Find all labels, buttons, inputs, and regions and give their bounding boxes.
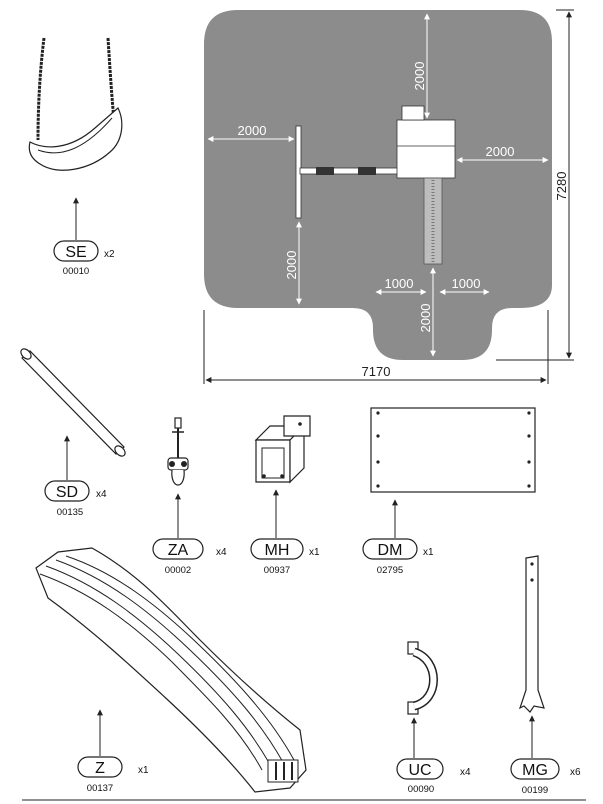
safety-zone-plan: 2000 2000 2000 2000 1000 1000 2000 7170 … <box>203 9 574 384</box>
part-label-uc: UC x4 00090 <box>396 758 471 795</box>
part-qty: x2 <box>104 249 115 260</box>
safety-zone <box>204 10 552 360</box>
part-label-za: ZA x4 00002 <box>152 538 227 576</box>
part-qty: x1 <box>423 547 434 558</box>
part-label-se: SE x2 00010 <box>53 240 115 277</box>
dim-slide-down: 2000 <box>418 304 433 333</box>
dim-total-height: 7280 <box>554 172 569 201</box>
slide-drawing <box>35 547 307 793</box>
plate-drawing <box>370 407 536 493</box>
part-qty: x1 <box>309 547 320 558</box>
part-label-z: Z x1 00137 <box>77 756 149 794</box>
play-tower <box>396 105 456 179</box>
dim-left-lower: 2000 <box>284 251 299 280</box>
swing-hook-drawing <box>167 417 189 486</box>
part-code: Z <box>95 760 105 777</box>
dim-right: 2000 <box>486 144 515 159</box>
board-drawing <box>518 555 545 713</box>
part-code: ZA <box>168 542 189 559</box>
part-qty: x4 <box>96 489 107 500</box>
part-code: MG <box>522 762 548 779</box>
part-number: 00937 <box>264 565 290 576</box>
dimension-labels: 2000 2000 2000 2000 1000 1000 2000 7170 … <box>238 62 569 379</box>
part-number: 00090 <box>408 784 434 795</box>
part-code: MH <box>265 542 290 559</box>
part-number: 00199 <box>522 785 548 796</box>
swing-seat-drawing <box>28 37 123 171</box>
part-number: 00137 <box>87 783 113 794</box>
slide-plan <box>423 177 443 265</box>
part-code: SE <box>65 244 86 261</box>
part-number: 00010 <box>63 266 89 277</box>
part-code: UC <box>408 762 431 779</box>
part-label-dm: DM x1 02795 <box>362 538 434 576</box>
leader-arrows <box>64 197 535 758</box>
bracket-drawing <box>254 415 311 484</box>
part-qty: x4 <box>216 547 227 558</box>
part-qty: x6 <box>570 767 581 778</box>
dimension-lines <box>203 9 574 384</box>
part-qty: x1 <box>138 765 149 776</box>
part-number: 00135 <box>57 507 83 518</box>
tube-drawing <box>20 348 126 457</box>
dim-left: 2000 <box>238 123 267 138</box>
part-label-sd: SD x4 00135 <box>44 480 107 518</box>
part-number: 02795 <box>377 565 403 576</box>
part-code: DM <box>378 542 403 559</box>
part-label-mh: MH x1 00937 <box>250 538 320 576</box>
part-number: 00002 <box>165 565 191 576</box>
dim-slide-right: 1000 <box>452 276 481 291</box>
dim-top: 2000 <box>412 62 427 91</box>
dim-slide-left: 1000 <box>385 276 414 291</box>
part-qty: x4 <box>460 767 471 778</box>
handle-drawing <box>407 641 438 715</box>
dim-total-width: 7170 <box>362 364 391 379</box>
part-code: SD <box>56 484 78 501</box>
part-label-mg: MG x6 00199 <box>510 758 581 796</box>
